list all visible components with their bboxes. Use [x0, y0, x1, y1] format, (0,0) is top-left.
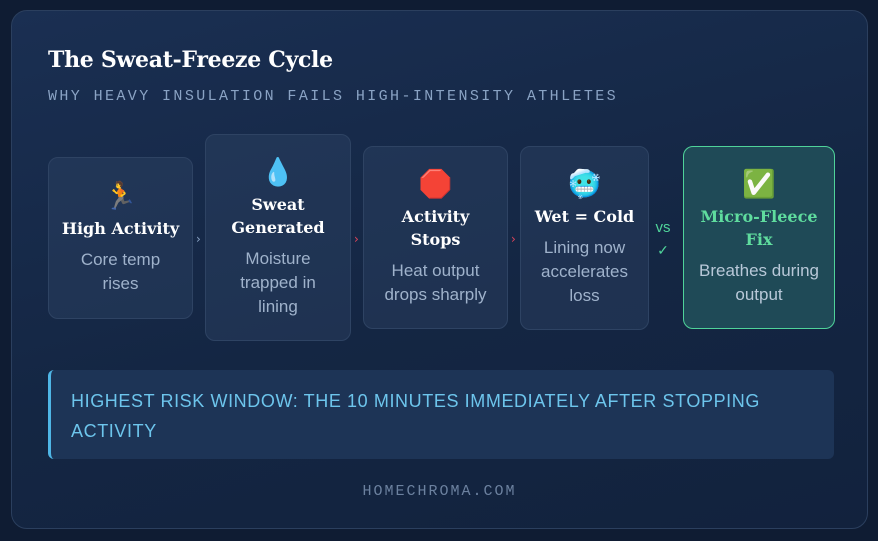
step-wet-cold: 🥶 Wet = Cold Lining now accelerates loss: [520, 146, 649, 330]
page-subtitle: WHY HEAVY INSULATION FAILS HIGH-INTENSIT…: [48, 88, 619, 105]
vs-text: vs: [655, 219, 671, 236]
risk-callout: HIGHEST RISK WINDOW: THE 10 MINUTES IMME…: [48, 370, 834, 459]
step-description: Lining now accelerates loss: [541, 237, 628, 305]
step-high-activity: 🏃 High Activity Core temp rises: [48, 157, 193, 319]
step-activity-stops: 🛑 Activity Stops Heat output drops sharp…: [363, 146, 508, 329]
check-icon: ✓: [657, 242, 669, 258]
step-title: Micro-Fleece Fix: [700, 206, 818, 249]
vs-label: vs ✓: [652, 217, 674, 261]
step-title: Sweat Generated: [231, 194, 325, 237]
footer-brand: HOMECHROMA.COM: [362, 483, 517, 500]
step-title: High Activity: [61, 218, 180, 238]
step-description: Core temp rises: [80, 249, 161, 293]
step-description: Breathes during output: [698, 260, 820, 304]
diagram-card: The Sweat-Freeze Cycle WHY HEAVY INSULAT…: [11, 10, 868, 529]
page-title: The Sweat-Freeze Cycle: [48, 47, 333, 73]
step-description: Heat output drops sharply: [384, 260, 487, 304]
runner-icon: 🏃: [103, 180, 138, 212]
step-sweat-generated: 💧 Sweat Generated Moisture trapped in li…: [205, 134, 351, 341]
cold-face-icon: 🥶: [567, 168, 602, 200]
stop-sign-icon: 🛑: [418, 168, 453, 200]
callout-text: HIGHEST RISK WINDOW: THE 10 MINUTES IMME…: [71, 391, 760, 441]
step-title: Activity Stops: [401, 206, 470, 249]
check-mark-icon: ✅: [742, 168, 776, 200]
step-title: Wet = Cold: [534, 206, 635, 226]
arrow-icon: ›: [196, 232, 201, 246]
droplet-icon: 💧: [261, 156, 295, 188]
step-description: Moisture trapped in lining: [240, 248, 316, 316]
step-micro-fleece-fix: ✅ Micro-Fleece Fix Breathes during outpu…: [683, 146, 835, 329]
arrow-icon: ›: [511, 232, 516, 246]
arrow-icon: ›: [354, 232, 359, 246]
